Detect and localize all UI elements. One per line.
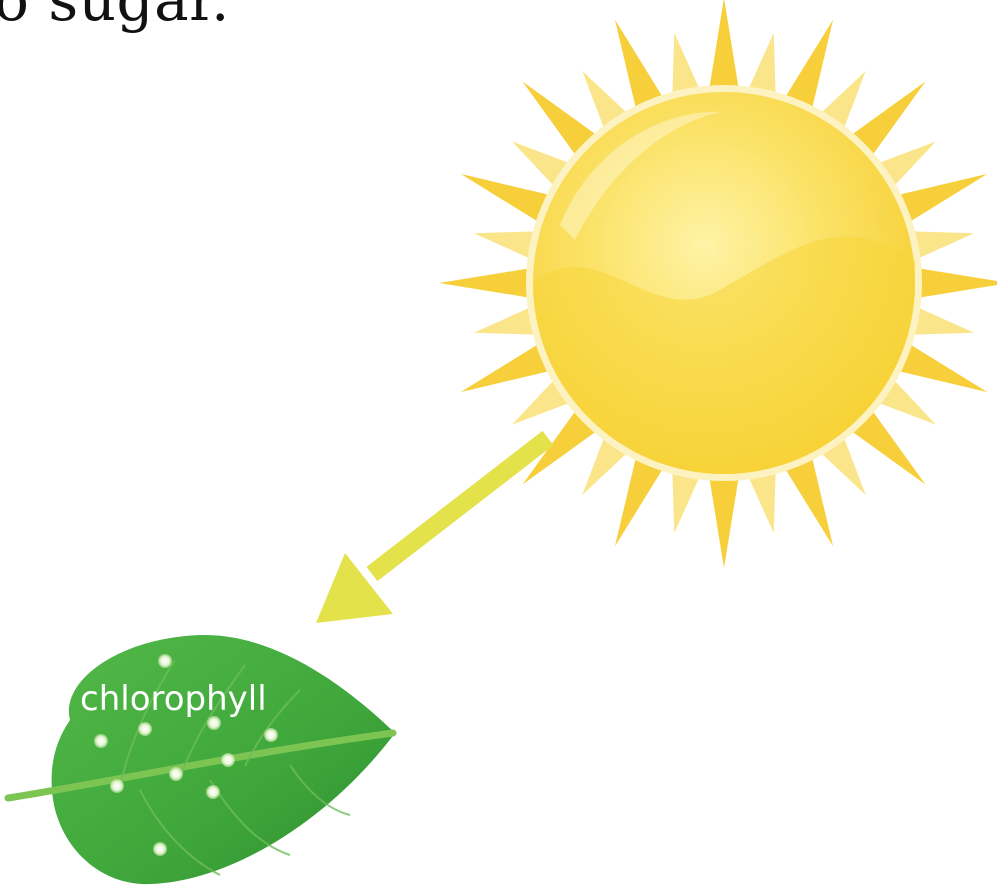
sun-icon: [439, 0, 997, 568]
chlorophyll-dot: [264, 728, 278, 742]
leaf-icon: chlorophyll: [8, 635, 395, 884]
arrow-icon: [316, 438, 548, 623]
chlorophyll-dot: [221, 753, 235, 767]
chlorophyll-dot: [153, 842, 167, 856]
chlorophyll-dot: [138, 722, 152, 736]
chlorophyll-dot: [169, 767, 183, 781]
sun-ray: [439, 267, 540, 300]
chlorophyll-dot: [206, 785, 220, 799]
chlorophyll-dot: [158, 654, 172, 668]
sun-ray: [708, 0, 741, 99]
chlorophyll-label: chlorophyll: [80, 679, 267, 719]
sun-ray: [708, 467, 741, 568]
chlorophyll-dot: [110, 779, 124, 793]
chlorophyll-dot: [94, 734, 108, 748]
arrow-shaft: [372, 438, 548, 574]
